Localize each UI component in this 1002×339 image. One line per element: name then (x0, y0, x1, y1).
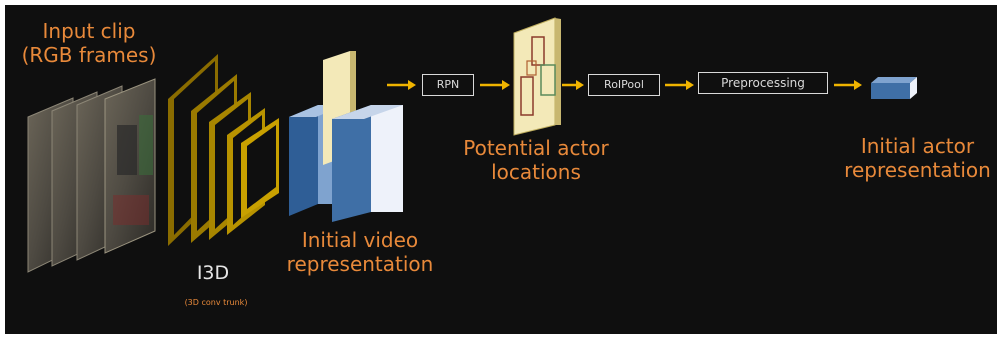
pipeline-graphics (27, 17, 917, 273)
rpn-box: RPN (422, 74, 474, 96)
preprocessing-box: Preprocessing (698, 72, 828, 94)
actor-locations-line-2: locations (491, 160, 581, 184)
arrow-to-preprocessing (665, 80, 694, 90)
input-clip-line-1: Input clip (42, 19, 136, 43)
i3d-sublabel: (3D conv trunk) (184, 298, 248, 307)
diagram-slide: RPN RoIPool Preprocessing Input clip (RG… (5, 5, 997, 334)
video-rep-line-2: representation (286, 252, 434, 276)
actor-rep-line-2: representation (844, 158, 991, 182)
input-clip-label: Input clip (RGB frames) (7, 19, 171, 67)
video-representation-volume (289, 51, 403, 222)
arrow-to-rpn (387, 80, 416, 90)
actor-rep-line-1: Initial actor (860, 134, 975, 158)
actor-representation-bar (871, 77, 917, 99)
actor-proposals-panel (513, 17, 561, 136)
arrow-to-roipool (562, 80, 584, 90)
arrows (387, 80, 862, 90)
actor-locations-label: Potential actor locations (456, 136, 616, 184)
actor-locations-line-1: Potential actor (463, 136, 609, 160)
input-frames (27, 78, 156, 273)
roipool-box: RoIPool (588, 74, 660, 96)
video-rep-line-1: Initial video (301, 228, 419, 252)
input-clip-line-2: (RGB frames) (21, 43, 157, 67)
video-representation-label: Initial video representation (285, 228, 435, 276)
arrow-to-actor-rep (834, 80, 862, 90)
actor-representation-label: Initial actor representation (840, 134, 995, 182)
i3d-trunk (168, 54, 279, 246)
arrow-to-proposals (480, 80, 510, 90)
i3d-label: I3D (196, 262, 230, 284)
